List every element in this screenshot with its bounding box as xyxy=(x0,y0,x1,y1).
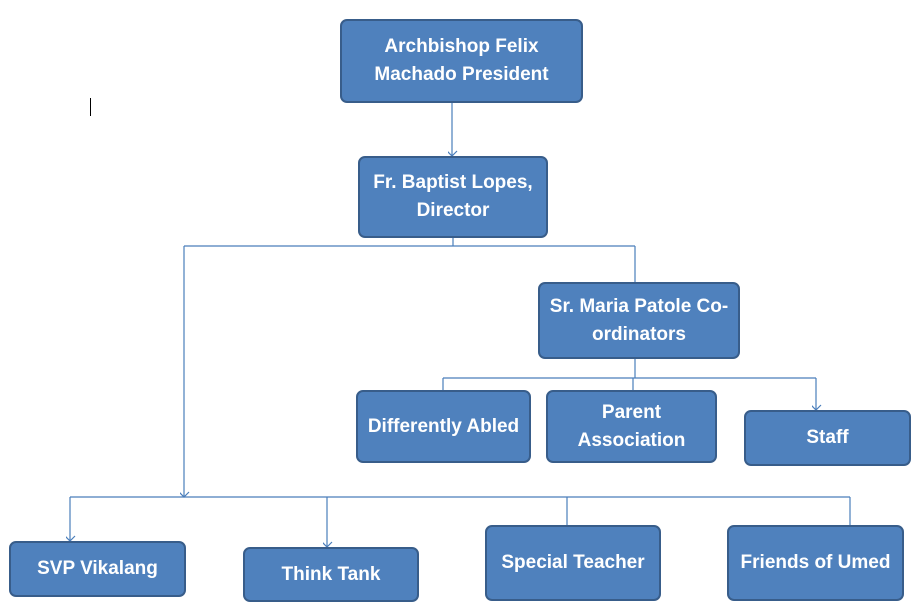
node-president: Archbishop Felix Machado President xyxy=(340,19,583,103)
node-think-tank-label: Think Tank xyxy=(281,563,381,585)
node-coordinator: Sr. Maria Patole Co-ordinators xyxy=(538,282,740,359)
node-parent-association: Parent Association xyxy=(546,390,717,463)
text-cursor xyxy=(90,98,91,116)
node-differently-abled: Differently Abled xyxy=(356,390,531,463)
node-svp-vikalang: SVP Vikalang xyxy=(9,541,186,597)
node-director: Fr. Baptist Lopes, Director xyxy=(358,156,548,238)
node-friends-of-umed: Friends of Umed xyxy=(727,525,904,601)
node-president-label: Archbishop Felix Machado President xyxy=(374,36,549,85)
node-differently-abled-label: Differently Abled xyxy=(367,415,520,437)
node-staff: Staff xyxy=(744,410,911,466)
node-svp-vikalang-label: SVP Vikalang xyxy=(37,558,158,579)
node-director-label: Fr. Baptist Lopes, Director xyxy=(373,172,533,221)
node-special-teacher-label: Special Teacher xyxy=(501,552,645,573)
node-parent-association-label: Parent Association xyxy=(577,401,686,451)
node-think-tank: Think Tank xyxy=(243,547,419,602)
node-special-teacher: Special Teacher xyxy=(485,525,661,601)
node-staff-label: Staff xyxy=(806,427,849,448)
node-friends-of-umed-label: Friends of Umed xyxy=(740,552,891,573)
node-coordinator-label: Sr. Maria Patole Co-ordinators xyxy=(549,295,729,345)
